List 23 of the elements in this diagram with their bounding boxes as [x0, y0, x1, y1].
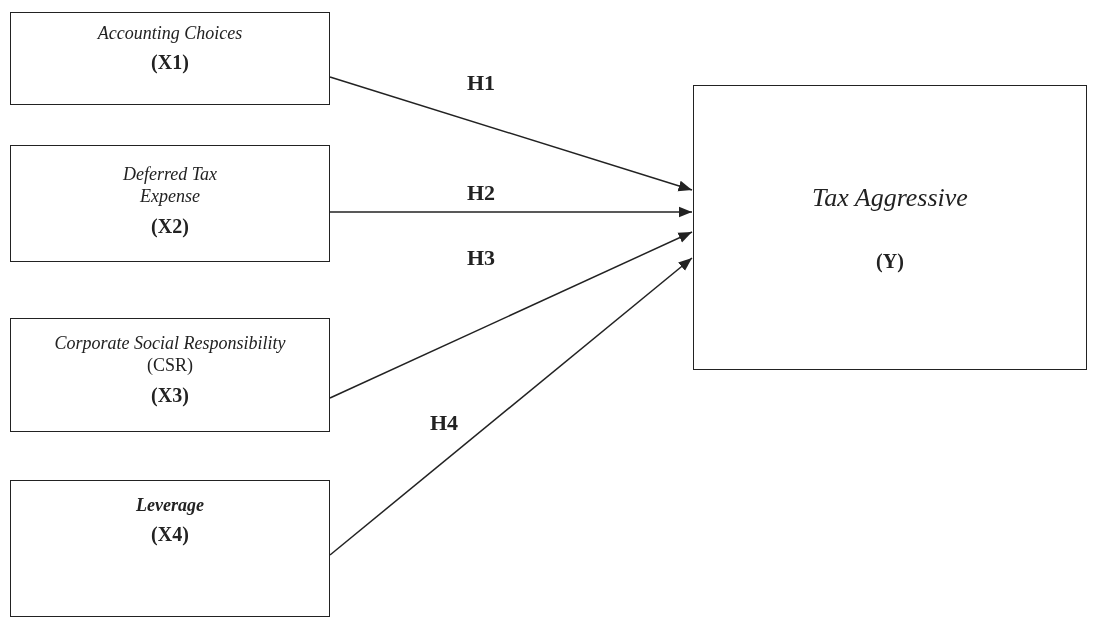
variable-box [693, 85, 1087, 370]
arrow [329, 76, 693, 192]
edge-label: H2 [467, 180, 496, 206]
variable-name: Tax Aggressive [811, 182, 969, 214]
edge-label: H3 [467, 245, 496, 271]
edge-label: H1 [467, 70, 496, 96]
variable-box [10, 12, 330, 105]
arrow [329, 231, 693, 399]
variable-code: (X1) [151, 50, 189, 74]
variable-name: Deferred Tax Expense [121, 164, 219, 208]
variable-box [10, 145, 330, 262]
edge-label: H4 [430, 410, 459, 436]
variable-code: (X3) [151, 384, 189, 408]
arrow [329, 257, 693, 556]
variable-code: (Y) [876, 249, 904, 273]
arrow [329, 206, 693, 218]
variable-name: Corporate Social Responsibility (CSR) [53, 333, 287, 377]
variable-name: Accounting Choices [96, 23, 244, 45]
variable-box [10, 480, 330, 617]
variable-code: (X4) [151, 522, 189, 546]
variable-box [10, 318, 330, 432]
variable-name: Leverage [135, 495, 205, 517]
variable-code: (X2) [151, 215, 189, 239]
